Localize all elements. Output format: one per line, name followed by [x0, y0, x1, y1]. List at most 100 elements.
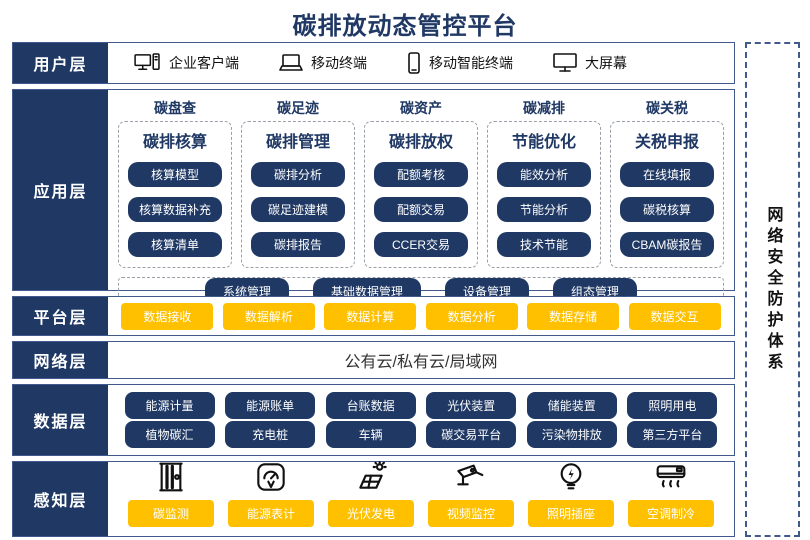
app-column-title: 碳排管理: [265, 134, 330, 151]
app-column-box: 节能优化 能效分析 节能分析 技术节能: [487, 121, 601, 268]
app-column-carbon-reduction: 碳减排 节能优化 能效分析 节能分析 技术节能: [487, 96, 601, 268]
app-column-carbon-inventory: 碳盘查 碳排核算 核算模型 核算数据补充 核算清单: [118, 96, 232, 268]
smartphone-icon: [407, 52, 421, 74]
app-item-chip: 碳排报告: [251, 232, 345, 257]
data-item-chip: 植物碳汇: [124, 421, 215, 449]
device-smart-terminal: 移动智能终端: [407, 52, 513, 74]
security-strip: 网络安全防护体系: [745, 42, 800, 537]
layer-data: 数据层 能源计量 能源账单 台账数据 光伏装置 储能装置 照明用电 植物碳汇 充…: [12, 384, 735, 456]
device-enterprise-client: 企业客户端: [134, 52, 239, 74]
app-column-carbon-asset: 碳资产 碳排放权 配额考核 配额交易 CCER交易: [364, 96, 478, 268]
sensor-label-chip: 照明插座: [528, 500, 614, 527]
data-item-chip: 第三方平台: [627, 421, 718, 449]
data-item-chip: 污染物排放: [526, 421, 617, 449]
data-item-chip: 光伏装置: [426, 391, 517, 419]
carbon-monitor-icon: [154, 461, 188, 493]
sensor-label-chip: 能源表计: [228, 500, 314, 527]
app-column-title: 关税申报: [634, 134, 699, 151]
layer-stack: 用户层 企业客户端 移动终端: [12, 42, 735, 537]
data-item-chip: 照明用电: [627, 391, 718, 419]
app-item-chip: 技术节能: [497, 232, 591, 257]
sensor-energy-meter: 能源表计: [228, 461, 314, 527]
security-strip-label: 网络安全防护体系: [764, 205, 782, 374]
app-column-box: 碳排核算 核算模型 核算数据补充 核算清单: [118, 121, 232, 268]
app-column-header: 碳资产: [400, 100, 442, 116]
data-row: 能源计量 能源账单 台账数据 光伏装置 储能装置 照明用电: [114, 391, 728, 419]
app-column-header: 碳足迹: [277, 100, 319, 116]
app-columns: 碳盘查 碳排核算 核算模型 核算数据补充 核算清单 碳足迹 碳排管理 碳排分析: [118, 96, 724, 268]
device-label: 大屏幕: [585, 55, 627, 71]
data-modules: 能源计量 能源账单 台账数据 光伏装置 储能装置 照明用电 植物碳汇 充电桩 车…: [108, 385, 734, 455]
sensor-lighting-socket: 照明插座: [528, 461, 614, 527]
app-item-chip: 碳税核算: [620, 197, 714, 222]
app-column-title: 碳排放权: [388, 134, 453, 151]
layer-perception: 感知层 碳监测 能源表计: [12, 461, 735, 537]
app-column-header: 碳减排: [523, 100, 565, 116]
layer-platform: 平台层 数据接收 数据解析 数据计算 数据分析 数据存储 数据交互: [12, 296, 735, 336]
app-column-title: 碳排核算: [142, 134, 207, 151]
app-column-box: 碳排管理 碳排分析 碳足迹建模 碳排报告: [241, 121, 355, 268]
application-modules: 碳盘查 碳排核算 核算模型 核算数据补充 核算清单 碳足迹 碳排管理 碳排分析: [108, 90, 734, 306]
sensor-solar-power: 光伏发电: [328, 461, 414, 527]
data-item-chip: 碳交易平台: [426, 421, 517, 449]
bulb-icon: [554, 461, 588, 493]
sensor-label-chip: 视频监控: [428, 500, 514, 527]
platform-modules: 数据接收 数据解析 数据计算 数据分析 数据存储 数据交互: [108, 297, 734, 335]
platform-item-chip: 数据解析: [222, 302, 315, 330]
data-item-chip: 储能装置: [526, 391, 617, 419]
platform-item-chip: 数据计算: [324, 302, 417, 330]
device-label: 移动智能终端: [429, 55, 513, 71]
app-item-chip: 配额交易: [374, 197, 468, 222]
app-item-chip: 配额考核: [374, 162, 468, 187]
page-title: 碳排放动态管控平台: [292, 13, 518, 40]
platform-item-chip: 数据分析: [425, 302, 518, 330]
network-text: 公有云/私有云/局域网: [344, 354, 498, 371]
cctv-icon: [454, 461, 488, 493]
data-item-chip: 车辆: [325, 421, 416, 449]
layer-label-perception: 感知层: [13, 462, 108, 536]
app-item-chip: 碳足迹建模: [251, 197, 345, 222]
app-item-chip: 核算数据补充: [128, 197, 222, 222]
layer-network: 网络层 公有云/私有云/局域网: [12, 341, 735, 379]
device-label: 企业客户端: [169, 55, 239, 71]
platform-item-chip: 数据存储: [527, 302, 620, 330]
app-column-carbon-footprint: 碳足迹 碳排管理 碳排分析 碳足迹建模 碳排报告: [241, 96, 355, 268]
app-item-chip: 在线填报: [620, 162, 714, 187]
data-row: 植物碳汇 充电桩 车辆 碳交易平台 污染物排放 第三方平台: [114, 421, 728, 449]
sensor-video-surveillance: 视频监控: [428, 461, 514, 527]
solar-power-icon: [354, 461, 388, 493]
user-devices: 企业客户端 移动终端 移动智能终端: [108, 43, 734, 83]
big-screen-icon: [553, 52, 577, 74]
layer-label-platform: 平台层: [13, 297, 108, 335]
device-mobile-terminal: 移动终端: [279, 53, 367, 73]
app-column-title: 节能优化: [511, 134, 576, 151]
app-item-chip: CCER交易: [374, 232, 468, 257]
perception-sensors: 碳监测 能源表计 光伏发电: [108, 461, 734, 536]
app-item-chip: 能效分析: [497, 162, 591, 187]
app-item-chip: 碳排分析: [251, 162, 345, 187]
app-item-chip: 节能分析: [497, 197, 591, 222]
app-item-chip: CBAM碳报告: [620, 232, 714, 257]
platform-item-chip: 数据交互: [628, 302, 721, 330]
sensor-air-conditioning: 空调制冷: [628, 461, 714, 527]
layer-label-user: 用户层: [13, 43, 108, 83]
energy-meter-icon: [254, 461, 288, 493]
platform-item-chip: 数据接收: [121, 302, 214, 330]
app-column-box: 关税申报 在线填报 碳税核算 CBAM碳报告: [610, 121, 724, 268]
laptop-icon: [279, 53, 303, 73]
data-item-chip: 充电桩: [225, 421, 316, 449]
sensor-label-chip: 碳监测: [128, 500, 214, 527]
data-item-chip: 能源计量: [124, 391, 215, 419]
sensor-carbon-monitoring: 碳监测: [128, 461, 214, 527]
app-column-header: 碳关税: [646, 100, 688, 116]
app-item-chip: 核算模型: [128, 162, 222, 187]
layer-label-application: 应用层: [13, 90, 108, 290]
layer-label-network: 网络层: [13, 342, 108, 378]
device-label: 移动终端: [311, 55, 367, 71]
app-column-carbon-tariff: 碳关税 关税申报 在线填报 碳税核算 CBAM碳报告: [610, 96, 724, 268]
layer-application: 应用层 碳盘查 碳排核算 核算模型 核算数据补充 核算清单 碳足迹: [12, 89, 735, 306]
desktop-pc-icon: [134, 52, 161, 74]
sensor-label-chip: 光伏发电: [328, 500, 414, 527]
data-item-chip: 能源账单: [225, 391, 316, 419]
